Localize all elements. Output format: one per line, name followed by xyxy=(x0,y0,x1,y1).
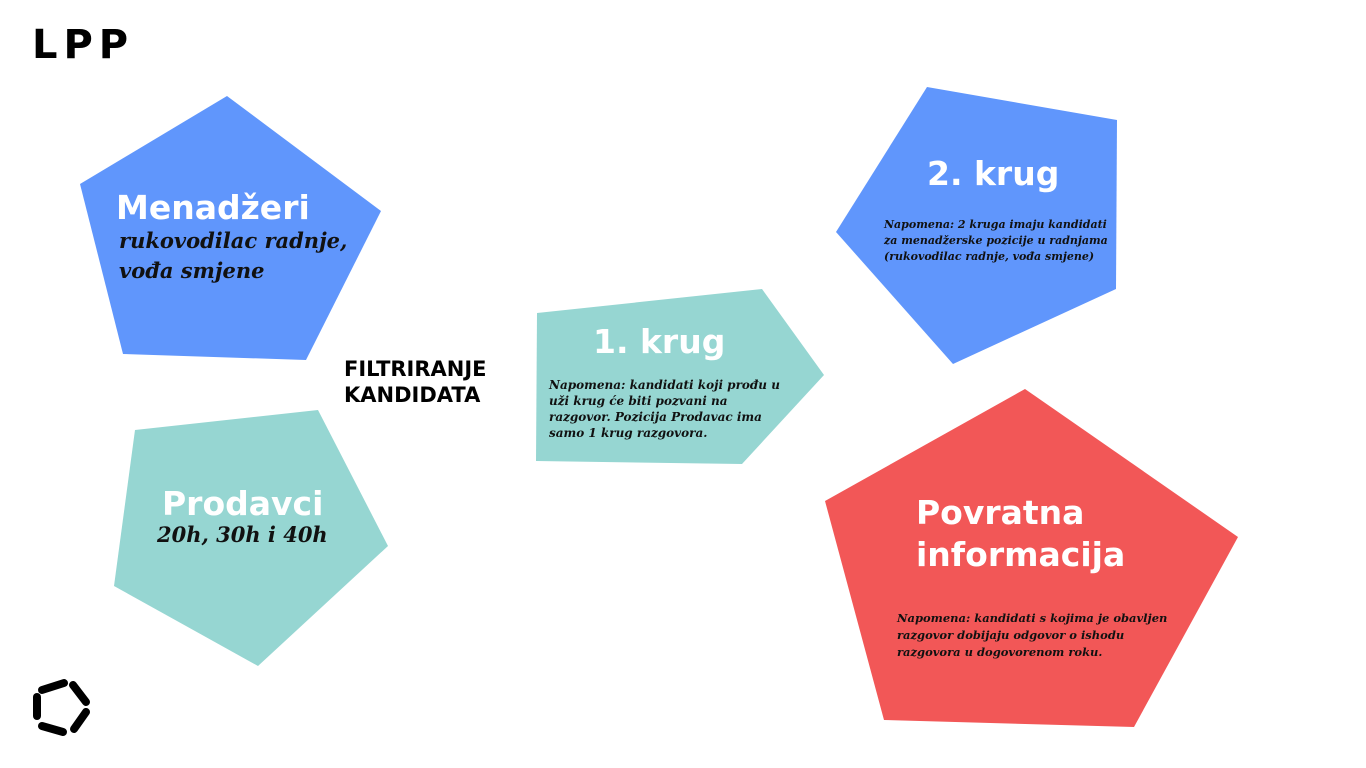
round1-note: Napomena: kandidati koji prođu u uži kru… xyxy=(549,378,780,440)
pentagon-logo-icon xyxy=(33,679,90,736)
sellers-title: Prodavci xyxy=(162,484,324,523)
round2-note: Napomena: 2 kruga imaju kandidati za men… xyxy=(884,218,1108,263)
round1-title: 1. krug xyxy=(593,322,726,361)
round1-arrow xyxy=(536,289,824,464)
round2-pentagon xyxy=(836,87,1117,364)
lpp-logo: LPP xyxy=(32,22,135,68)
managers-pentagon xyxy=(80,96,381,360)
center-label-line1: FILTRIRANJE xyxy=(344,357,487,381)
center-label-line2: KANDIDATA xyxy=(344,383,481,407)
managers-title: Menadžeri xyxy=(116,188,310,227)
feedback-title: Povratna informacija xyxy=(916,492,1125,576)
feedback-title-line2: informacija xyxy=(916,535,1126,574)
center-label: FILTRIRANJE KANDIDATA xyxy=(344,356,487,408)
feedback-note: Napomena: kandidati s kojima je obavljen… xyxy=(897,611,1168,659)
feedback-pentagon xyxy=(825,389,1238,727)
managers-subtitle-line2: vođa smjene xyxy=(119,258,265,283)
sellers-pentagon xyxy=(114,410,388,666)
round2-title: 2. krug xyxy=(927,154,1060,193)
managers-subtitle: rukovodilac radnje, vođa smjene xyxy=(119,226,347,286)
managers-subtitle-line1: rukovodilac radnje, xyxy=(119,228,348,253)
feedback-title-line1: Povratna xyxy=(916,493,1085,532)
sellers-subtitle: 20h, 30h i 40h xyxy=(157,522,328,547)
